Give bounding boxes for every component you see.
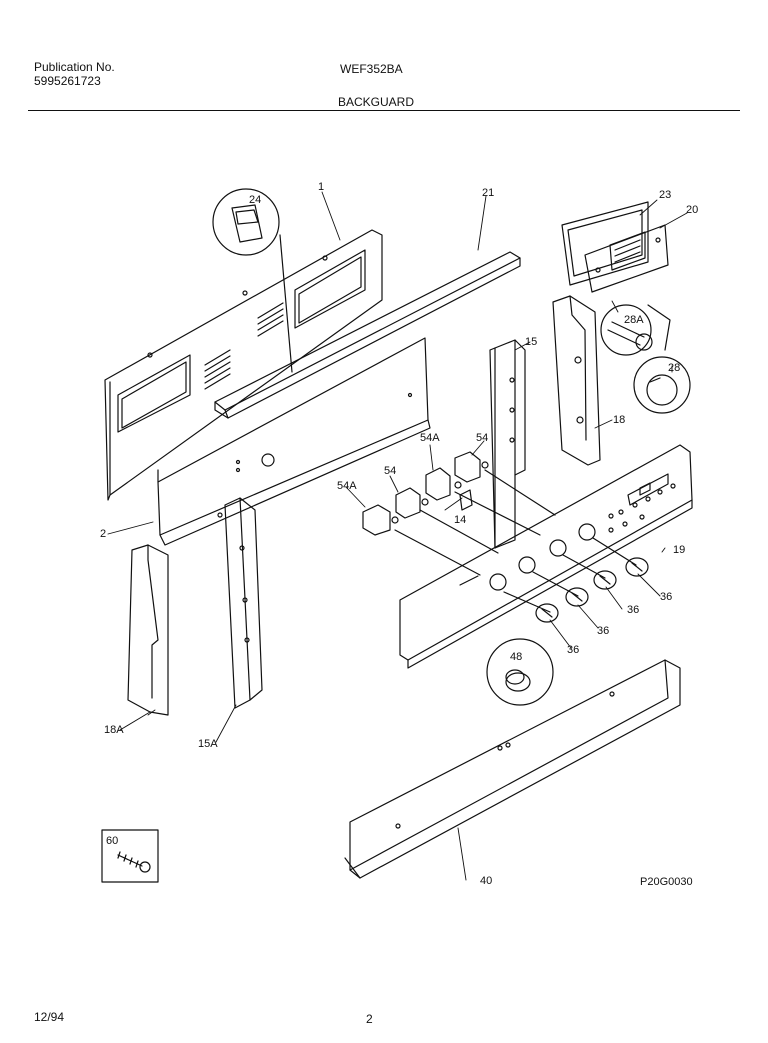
top-trim-part [214,251,521,419]
left-end-cap-part [127,544,169,716]
label-36-a: 36 [660,591,672,603]
label-54-b: 54 [384,465,396,477]
switch-components-part [362,451,556,576]
header-rule [28,110,740,111]
label-54a-a: 54A [420,432,440,444]
lower-frame-part [157,337,431,546]
label-54-a: 54 [476,432,488,444]
clock-module-part [584,224,669,293]
label-21: 21 [482,187,494,199]
label-48: 48 [510,651,522,663]
clock-bezel-part [561,201,649,286]
model-number: WEF352BA [340,62,403,76]
publication-label: Publication No. [34,60,115,74]
switch-detail-part [212,188,293,373]
label-24: 24 [249,194,261,206]
thermostat-knob-detail-part [633,356,691,414]
footer-page-number: 2 [366,1012,373,1026]
label-23: 23 [659,189,671,201]
label-60: 60 [106,835,118,847]
control-panel-part [399,444,693,669]
leader-lines [107,191,688,881]
left-bracket-part [224,497,263,709]
label-18a: 18A [104,724,124,736]
publication-number: 5995261723 [34,74,101,88]
footer-date: 12/94 [34,1010,65,1024]
label-19: 19 [673,544,685,556]
right-bracket-part [489,339,526,549]
label-36-b: 36 [627,604,639,616]
label-14: 14 [454,514,466,526]
right-end-cap-part [552,295,601,466]
label-36-c: 36 [597,625,609,637]
label-18: 18 [613,414,625,426]
label-1: 1 [318,181,324,193]
label-40: 40 [480,875,492,887]
section-title: BACKGUARD [338,95,415,109]
backguard-panel-part [104,229,383,501]
label-2: 2 [100,528,106,540]
knob-detail-part [486,638,554,706]
control-knobs-part [503,537,649,623]
label-20: 20 [686,204,698,216]
label-54a-b: 54A [337,480,357,492]
label-15a: 15A [198,738,218,750]
label-15: 15 [525,336,537,348]
part-labels: 1 2 14 15 15A 18 18A 19 20 21 23 24 28 2… [100,181,698,887]
knob-insert-detail-part [600,304,671,356]
label-28a: 28A [624,314,644,326]
screw-part [101,829,159,883]
label-28: 28 [668,362,680,374]
drawing-id: P20G0030 [640,876,693,888]
label-36-d: 36 [567,644,579,656]
lower-trim-part [344,659,681,879]
